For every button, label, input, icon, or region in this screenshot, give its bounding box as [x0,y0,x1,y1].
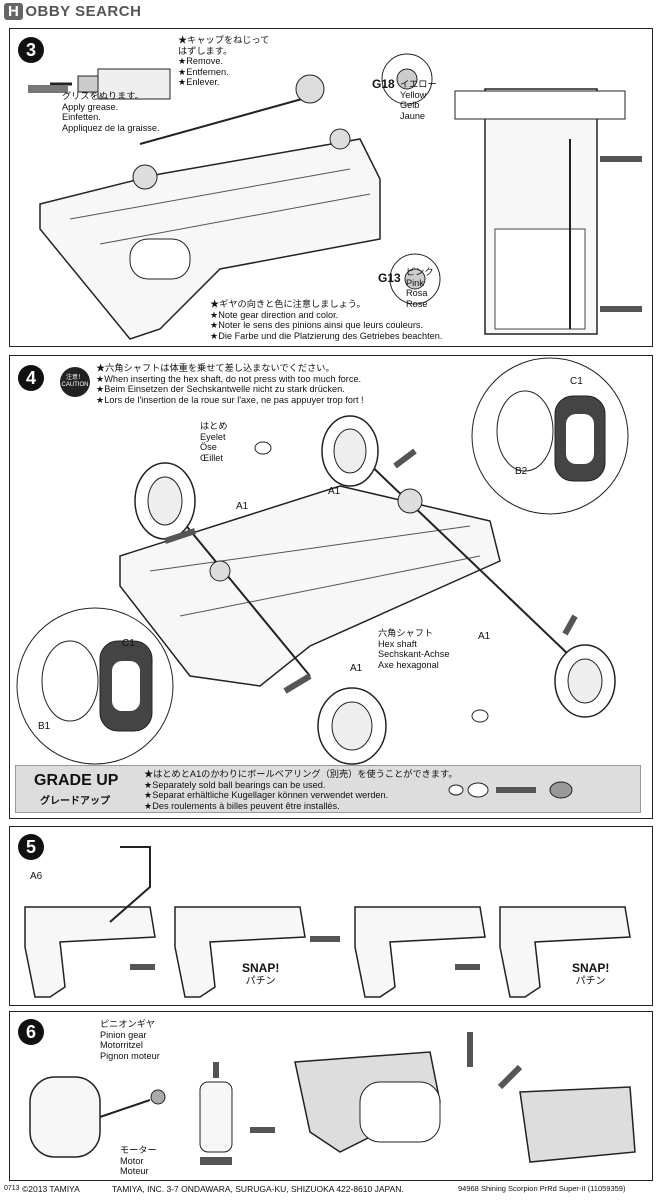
step-4-illustration [16,357,629,765]
step-number: 4 [18,365,44,391]
part-b1-label: B1 [38,721,51,732]
snap-label: SNAP! パチン [572,961,610,988]
part-a1-label: A1 [236,501,249,512]
part-b2-label: B2 [515,466,528,477]
copyright: ©2013 TAMIYA [22,1184,80,1194]
footer: 0713 ©2013 TAMIYA TAMIYA, INC. 3-7 ONDAW… [0,1183,659,1197]
part-c1-label: C1 [122,638,135,649]
step-number: 5 [18,834,44,860]
part-a6-label: A6 [30,871,43,882]
g13-label: G13 [378,271,401,285]
pinion-gear-label: ピニオンギヤ Pinion gear Motorritzel Pignon mo… [100,1019,160,1061]
part-a1-label: A1 [350,663,363,674]
print-code: 0713 [4,1185,20,1192]
step-5-panel: 5 A6 SNAP! パチン SNAP! パチン [9,826,653,1006]
motor-label: モーター Motor Moteur [120,1145,157,1177]
gear-note: ★ギヤの向きと色に注意しましょう。 ★Note gear direction a… [210,299,443,341]
step-4-panel: 4 注意！ CAUTION ★六角シャフトは体重を乗せて差し込まないでください。… [9,355,653,819]
address: TAMIYA, INC. 3-7 ONDAWARA, SURUGA-KU, SH… [112,1184,404,1194]
grade-up-title-jp: グレードアップ [40,796,110,807]
grade-up-title: GRADE UP [34,772,119,789]
grade-up-notes: ★はとめとA1のかわりにボールベアリング（別売）を使うことができます。 ★Sep… [144,769,458,811]
step-number: 3 [18,37,44,63]
grade-up-box: GRADE UP グレードアップ ★はとめとA1のかわりにボールベアリング（別売… [15,765,641,813]
caution-notes: ★六角シャフトは体重を乗せて差し込まないでください。 ★When inserti… [96,363,364,405]
cap-instructions: ★キャップをねじって はずします。 ★Remove. ★Entfernen. ★… [178,35,270,88]
hex-shaft-label: 六角シャフト Hex shaft Sechskant-Achse Axe hex… [378,628,450,670]
g18-colors: イエロー Yellow Gelb Jaune [400,79,437,121]
snap-label: SNAP! パチン [242,961,280,988]
part-c1-label: C1 [570,376,583,387]
step-6-panel: 6 ピニオンギヤ Pinion gear Motorritzel Pignon … [9,1011,653,1181]
grease-instructions: グリスをぬります。 Apply grease. Einfetten. Appli… [62,91,160,133]
step-number: 6 [18,1019,44,1045]
step-3-illustration [28,53,642,340]
part-a1-label: A1 [328,486,341,497]
step-5-illustration [24,846,631,998]
eyelet-label: はとめ Eyelet Öse Œillet [200,421,228,463]
step-3-panel: 3 ★キャップをねじって はずします。 ★Remove. ★Entfernen.… [9,28,653,347]
step-6-illustration [29,1032,636,1165]
part-a1-label: A1 [478,631,491,642]
caution-badge: 注意！ CAUTION [60,367,90,397]
g13-colors: ピンク Pink Rosa Rose [406,267,434,309]
g18-label: G18 [372,77,395,91]
bearing-illustration [448,781,573,799]
item-number: 94968 Shining Scorpion PrRd Super-II (11… [458,1184,626,1193]
